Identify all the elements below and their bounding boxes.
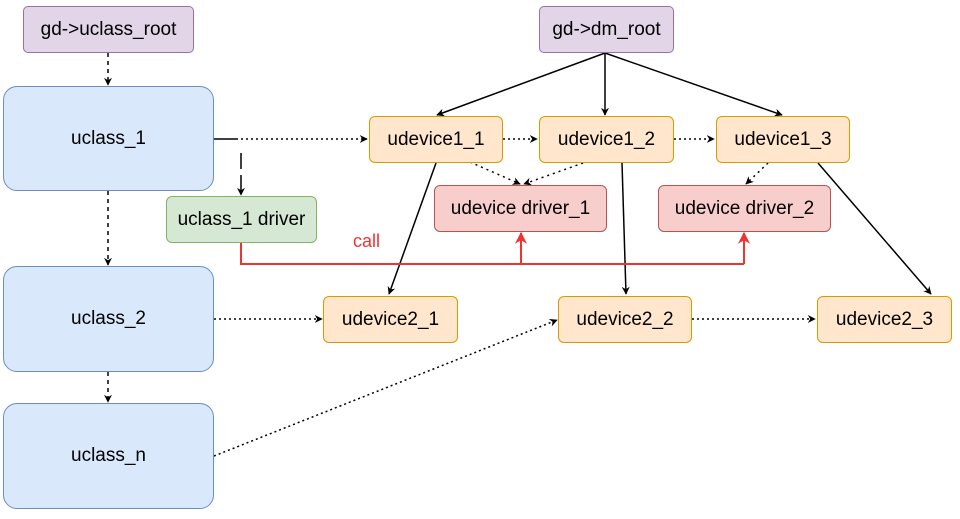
edge-udevice1-3-to-udevice2-3 <box>817 162 932 295</box>
edge-dm-root-to-udevice1-1 <box>436 52 606 117</box>
uclass-1-driver-node: uclass_1 driver <box>166 196 317 243</box>
uclass-n-node: uclass_n <box>3 403 214 509</box>
udevice1-2-node: udevice1_2 <box>539 116 674 163</box>
edge-udevice1-2-to-udevice2-2 <box>621 162 630 295</box>
udevice-driver-1-node: udevice driver_1 <box>434 185 607 232</box>
call-label: call <box>353 231 381 251</box>
udevice-driver-2-node: udevice driver_2 <box>658 185 831 232</box>
edge-dm-root-to-udevice1-3 <box>604 52 783 117</box>
udevice2-1-node: udevice2_1 <box>323 296 458 343</box>
edge-udevice1-3-to-driver2 <box>745 162 769 185</box>
edge-uclassn-to-udevice2-2 <box>213 318 558 457</box>
dm-root-node: gd->dm_root <box>539 6 674 53</box>
uclass-1-node: uclass_1 <box>3 86 214 191</box>
uclass-root-node: gd->uclass_root <box>23 6 194 53</box>
udevice1-1-node: udevice1_1 <box>369 116 503 163</box>
edge-udevice1-1-to-driver1 <box>469 161 521 185</box>
call-path-base <box>240 240 744 265</box>
udevice1-3-node: udevice1_3 <box>716 116 850 163</box>
udevice2-3-node: udevice2_3 <box>817 296 952 343</box>
uclass-2-node: uclass_2 <box>3 266 214 372</box>
udevice2-2-node: udevice2_2 <box>558 296 692 343</box>
edge-udevice1-1-to-udevice2-1 <box>387 162 437 295</box>
